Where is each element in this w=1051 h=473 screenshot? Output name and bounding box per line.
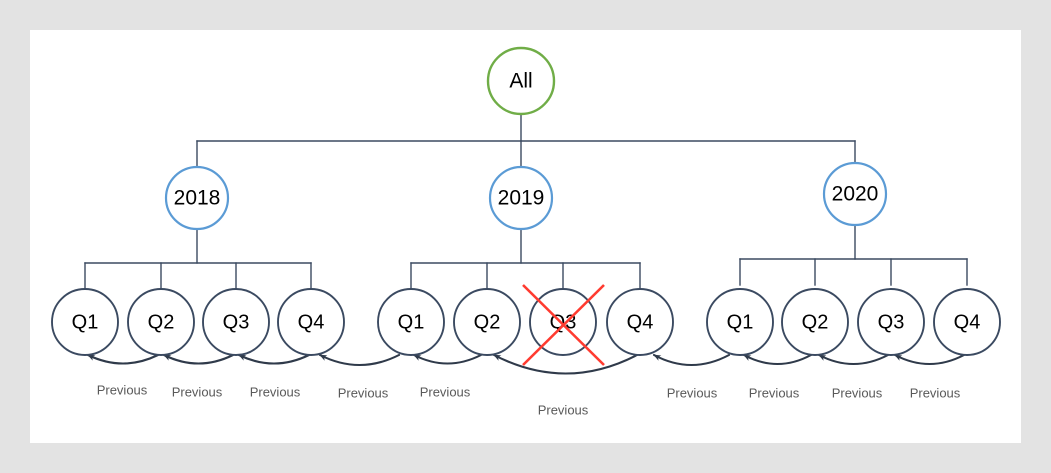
strikeout-line-1 xyxy=(522,284,605,366)
node-quarter-2018-Q2-label: Q2 xyxy=(148,311,175,333)
node-quarter-2018-Q2[interactable]: Q2 xyxy=(127,288,195,356)
node-quarter-2019-Q2[interactable]: Q2 xyxy=(453,288,521,356)
node-year-2018-label: 2018 xyxy=(174,187,221,210)
node-quarter-2020-Q1-circle xyxy=(706,288,774,356)
node-year-2019-circle xyxy=(488,165,554,231)
previous-arrow-8 xyxy=(817,353,890,365)
previous-arrow-1 xyxy=(162,353,235,365)
previous-arrow-2 xyxy=(237,353,311,365)
node-quarter-2018-Q1-circle xyxy=(51,288,119,356)
node-quarter-2019-Q3[interactable]: Q3 xyxy=(529,288,597,356)
tree-connectors xyxy=(84,113,968,290)
previous-arrow-7 xyxy=(742,353,813,365)
node-all-circle xyxy=(486,46,556,116)
previous-arrow-label-6: Previous xyxy=(667,385,718,400)
node-quarter-2018-Q3[interactable]: Q3 xyxy=(202,288,270,356)
node-quarter-2020-Q4-label: Q4 xyxy=(954,311,981,333)
previous-arrow-6 xyxy=(652,353,731,367)
node-quarter-2020-Q2-label: Q2 xyxy=(802,311,829,333)
node-year-2020[interactable]: 2020 xyxy=(822,161,888,227)
node-quarter-2018-Q4[interactable]: Q4 xyxy=(277,288,345,356)
node-year-2018[interactable]: 2018 xyxy=(164,165,230,231)
previous-arrow-0 xyxy=(86,353,160,365)
node-quarter-2019-Q2-label: Q2 xyxy=(474,311,501,333)
node-quarter-2019-Q4[interactable]: Q4 xyxy=(606,288,674,356)
node-quarter-2020-Q4-circle xyxy=(933,288,1001,356)
node-quarter-2018-Q3-circle xyxy=(202,288,270,356)
previous-arrow-5 xyxy=(492,353,639,375)
node-year-2020-circle xyxy=(822,161,888,227)
previous-arrow-3 xyxy=(318,353,401,367)
previous-arrow-label-4: Previous xyxy=(420,384,471,399)
node-quarter-2018-Q1-label: Q1 xyxy=(72,311,99,333)
node-quarter-2019-Q3-circle xyxy=(529,288,597,356)
node-year-2020-label: 2020 xyxy=(832,183,879,206)
node-year-2019[interactable]: 2019 xyxy=(488,165,554,231)
strikeout-layer xyxy=(522,284,605,366)
node-year-2018-circle xyxy=(164,165,230,231)
previous-arrow-label-9: Previous xyxy=(910,385,961,400)
previous-arrow-label-8: Previous xyxy=(832,385,883,400)
previous-arrow-label-3: Previous xyxy=(338,385,389,400)
node-quarter-2019-Q4-circle xyxy=(606,288,674,356)
node-quarter-2020-Q3-label: Q3 xyxy=(878,311,905,333)
previous-arrows xyxy=(86,353,966,375)
node-quarter-2018-Q4-circle xyxy=(277,288,345,356)
previous-arrow-label-0: Previous xyxy=(97,382,148,397)
node-quarter-2019-Q2-circle xyxy=(453,288,521,356)
node-quarter-2018-Q1[interactable]: Q1 xyxy=(51,288,119,356)
previous-arrow-9 xyxy=(893,353,966,365)
node-quarter-2020-Q3[interactable]: Q3 xyxy=(857,288,925,356)
node-quarter-2020-Q4[interactable]: Q4 xyxy=(933,288,1001,356)
node-quarter-2019-Q1[interactable]: Q1 xyxy=(377,288,445,356)
previous-arrow-label-7: Previous xyxy=(749,385,800,400)
node-all-label: All xyxy=(509,70,532,93)
node-quarter-2020-Q1[interactable]: Q1 xyxy=(706,288,774,356)
node-quarter-2018-Q4-label: Q4 xyxy=(298,311,325,333)
node-quarter-2019-Q4-label: Q4 xyxy=(627,311,654,333)
node-quarter-2019-Q1-label: Q1 xyxy=(398,311,425,333)
previous-arrow-label-5: Previous xyxy=(538,402,589,417)
node-all[interactable]: All xyxy=(486,46,556,116)
node-quarter-2018-Q3-label: Q3 xyxy=(223,311,250,333)
node-quarter-2020-Q2-circle xyxy=(781,288,849,356)
node-quarter-2018-Q2-circle xyxy=(127,288,195,356)
node-quarter-2020-Q3-circle xyxy=(857,288,925,356)
node-year-2019-label: 2019 xyxy=(498,187,545,210)
node-quarter-2020-Q1-label: Q1 xyxy=(727,311,754,333)
node-quarter-2019-Q1-circle xyxy=(377,288,445,356)
previous-arrow-label-2: Previous xyxy=(250,384,301,399)
previous-arrow-label-1: Previous xyxy=(172,384,223,399)
node-quarter-2020-Q2[interactable]: Q2 xyxy=(781,288,849,356)
previous-arrow-4 xyxy=(412,353,483,365)
strikeout-2019-q3-icon xyxy=(522,284,605,366)
